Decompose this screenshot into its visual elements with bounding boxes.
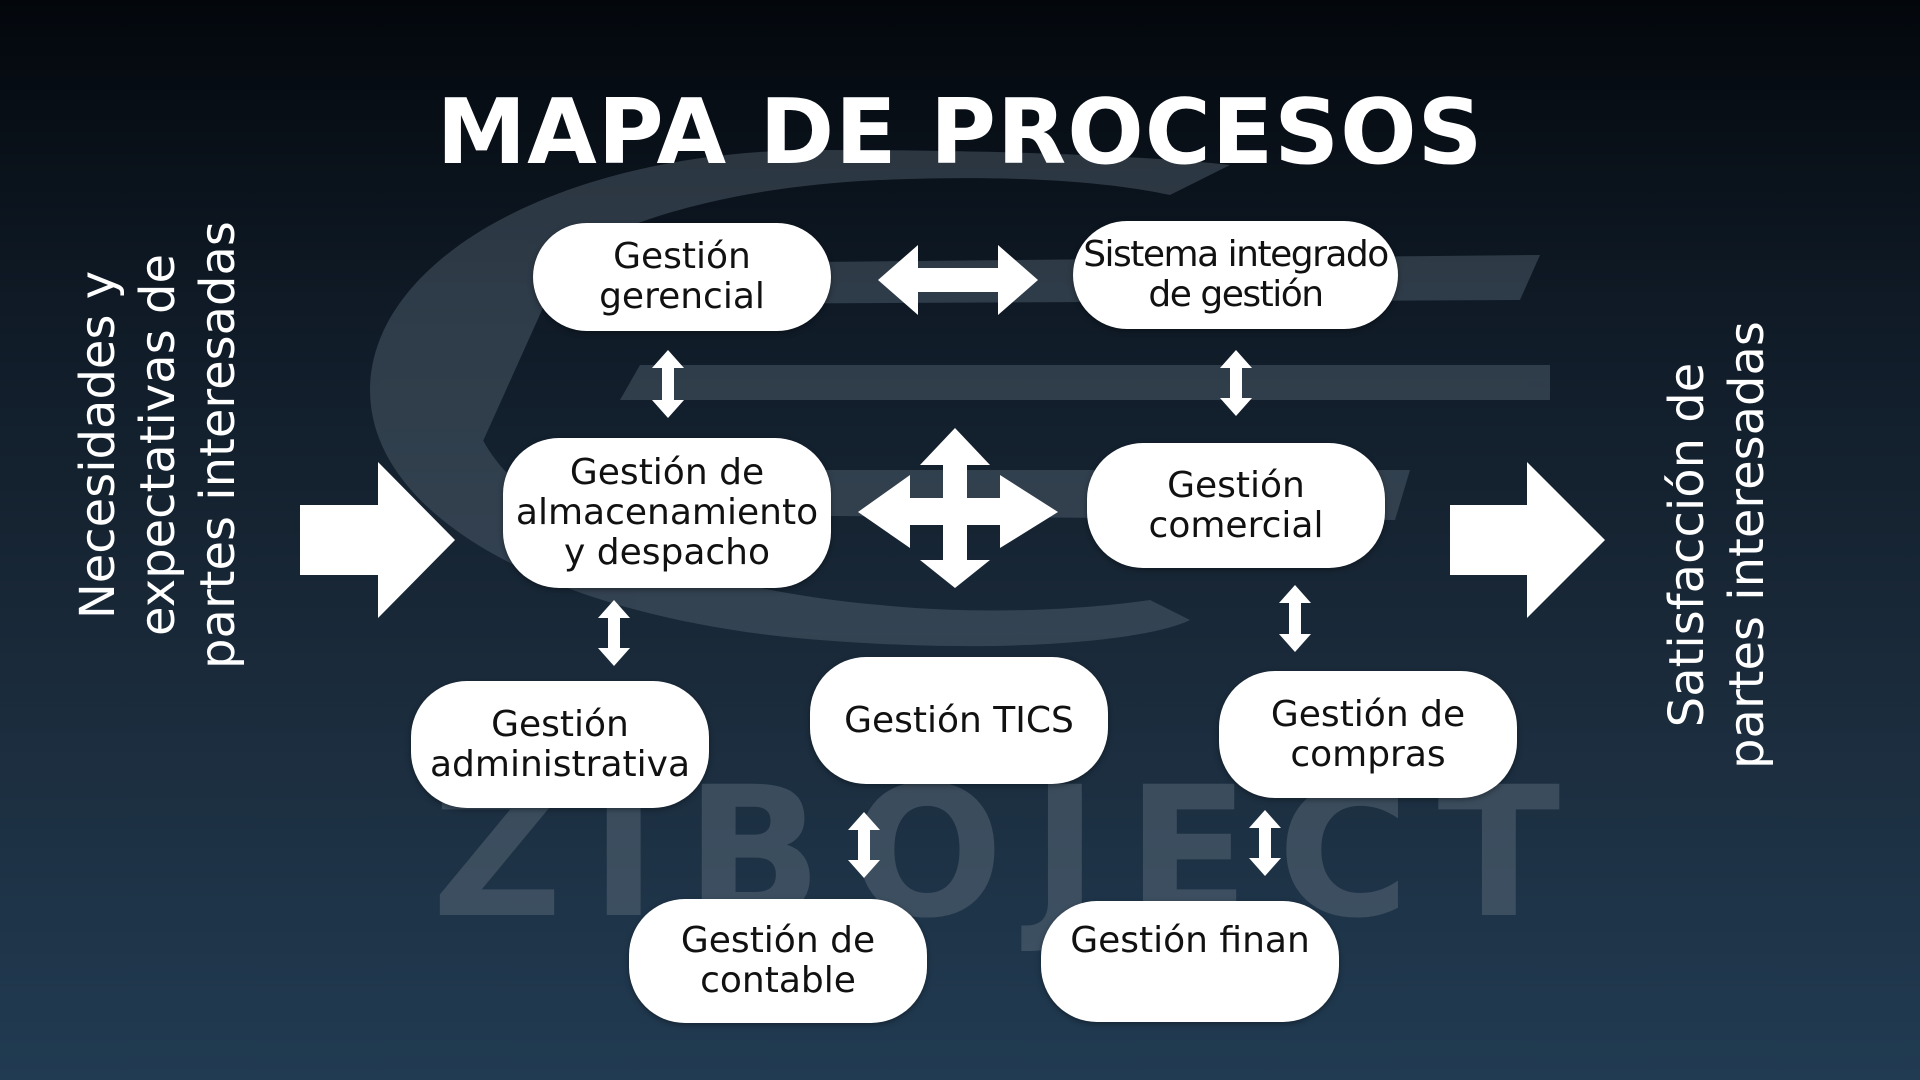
watermark-bar-mid [620, 365, 1550, 400]
node-label: Gestión de contable [680, 920, 876, 1001]
node-label: Gestión comercial [1148, 464, 1324, 546]
node-label: Gestión TICS [844, 699, 1074, 741]
node-label: Gestión de almacenamiento y despacho [515, 452, 819, 573]
output-arrow-icon [1450, 462, 1605, 618]
node-gestion-administrativa: Gestión administrativa [411, 681, 709, 808]
node-gestion-gerencial: Gestión gerencial [533, 223, 831, 331]
node-gestion-finan: Gestión finan [1041, 901, 1339, 1022]
double-arrow-horizontal-icon [878, 245, 1038, 315]
node-gestion-tics: Gestión TICS [810, 657, 1108, 784]
four-way-arrow-icon [858, 428, 1058, 588]
double-arrow-vertical-icon [1249, 810, 1281, 876]
node-label: Gestión de compras [1270, 693, 1466, 775]
node-label: Gestión finan [1070, 920, 1310, 961]
page-title: MAPA DE PROCESOS [436, 80, 1484, 185]
double-arrow-vertical-icon [848, 812, 880, 878]
node-gestion-almacenamiento: Gestión de almacenamiento y despacho [503, 438, 831, 588]
watermark-z-stroke [430, 270, 560, 470]
node-sistema-integrado: Sistema integrado de gestión [1073, 221, 1398, 329]
double-arrow-vertical-icon [652, 350, 684, 418]
double-arrow-vertical-icon [598, 600, 630, 666]
node-gestion-compras: Gestión de compras [1219, 671, 1517, 798]
input-arrow-icon [300, 462, 455, 618]
node-label: Sistema integrado de gestión [1083, 234, 1389, 315]
node-label: Gestión administrativa [429, 703, 690, 785]
node-gestion-comercial: Gestión comercial [1087, 443, 1385, 568]
node-gestion-contable: Gestión de contable [629, 899, 927, 1023]
double-arrow-vertical-icon [1220, 350, 1252, 416]
node-label: Gestión gerencial [599, 236, 765, 317]
double-arrow-vertical-icon [1279, 585, 1311, 652]
